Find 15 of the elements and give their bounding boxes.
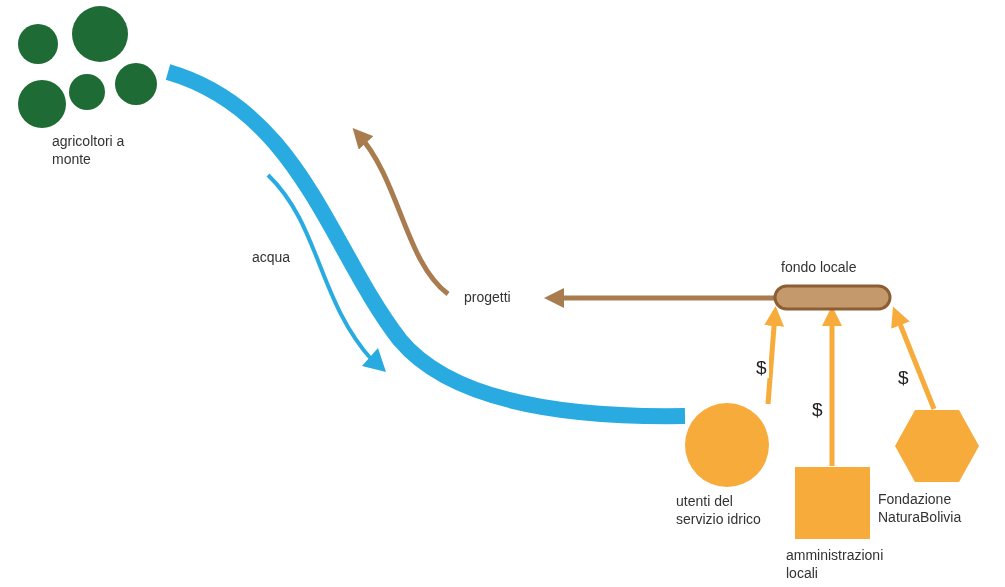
node-label: fondo locale bbox=[781, 258, 858, 276]
node-label: amministrazioni locali bbox=[786, 546, 885, 582]
node-label: progetti bbox=[464, 288, 512, 306]
edge-label: $ bbox=[810, 400, 825, 420]
arrow bbox=[353, 127, 450, 296]
node-label: agricoltori a monte bbox=[52, 132, 126, 168]
arrow bbox=[764, 306, 785, 405]
edge-label: $ bbox=[754, 358, 769, 378]
arrow bbox=[891, 306, 937, 410]
flow-label: acqua bbox=[252, 248, 291, 266]
node-label: Fondazione NaturaBolivia bbox=[878, 490, 963, 526]
node-label: utenti del servizio idrico bbox=[676, 492, 762, 528]
edge-label: $ bbox=[896, 368, 911, 388]
river-band bbox=[165, 64, 686, 425]
arrow bbox=[544, 288, 775, 308]
